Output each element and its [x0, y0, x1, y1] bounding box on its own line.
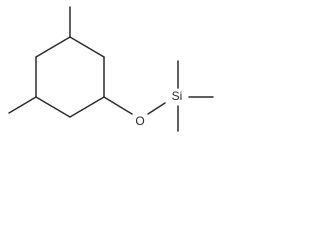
ring-bond-bottom-right [69, 96, 105, 118]
carbon-oxygen-bond [103, 96, 133, 115]
oxygen-silicon-bond [147, 102, 166, 115]
ring-bond-bottom-left [35, 96, 71, 118]
oxygen-atom-label: O [135, 114, 144, 128]
methyl-bond-lower-left [8, 96, 37, 114]
ring-bond-top-right [69, 36, 105, 58]
chemical-structure: O Si [8, 6, 214, 132]
silicon-atom-label: Si [172, 89, 183, 103]
ring-bond-top-left [35, 36, 71, 58]
